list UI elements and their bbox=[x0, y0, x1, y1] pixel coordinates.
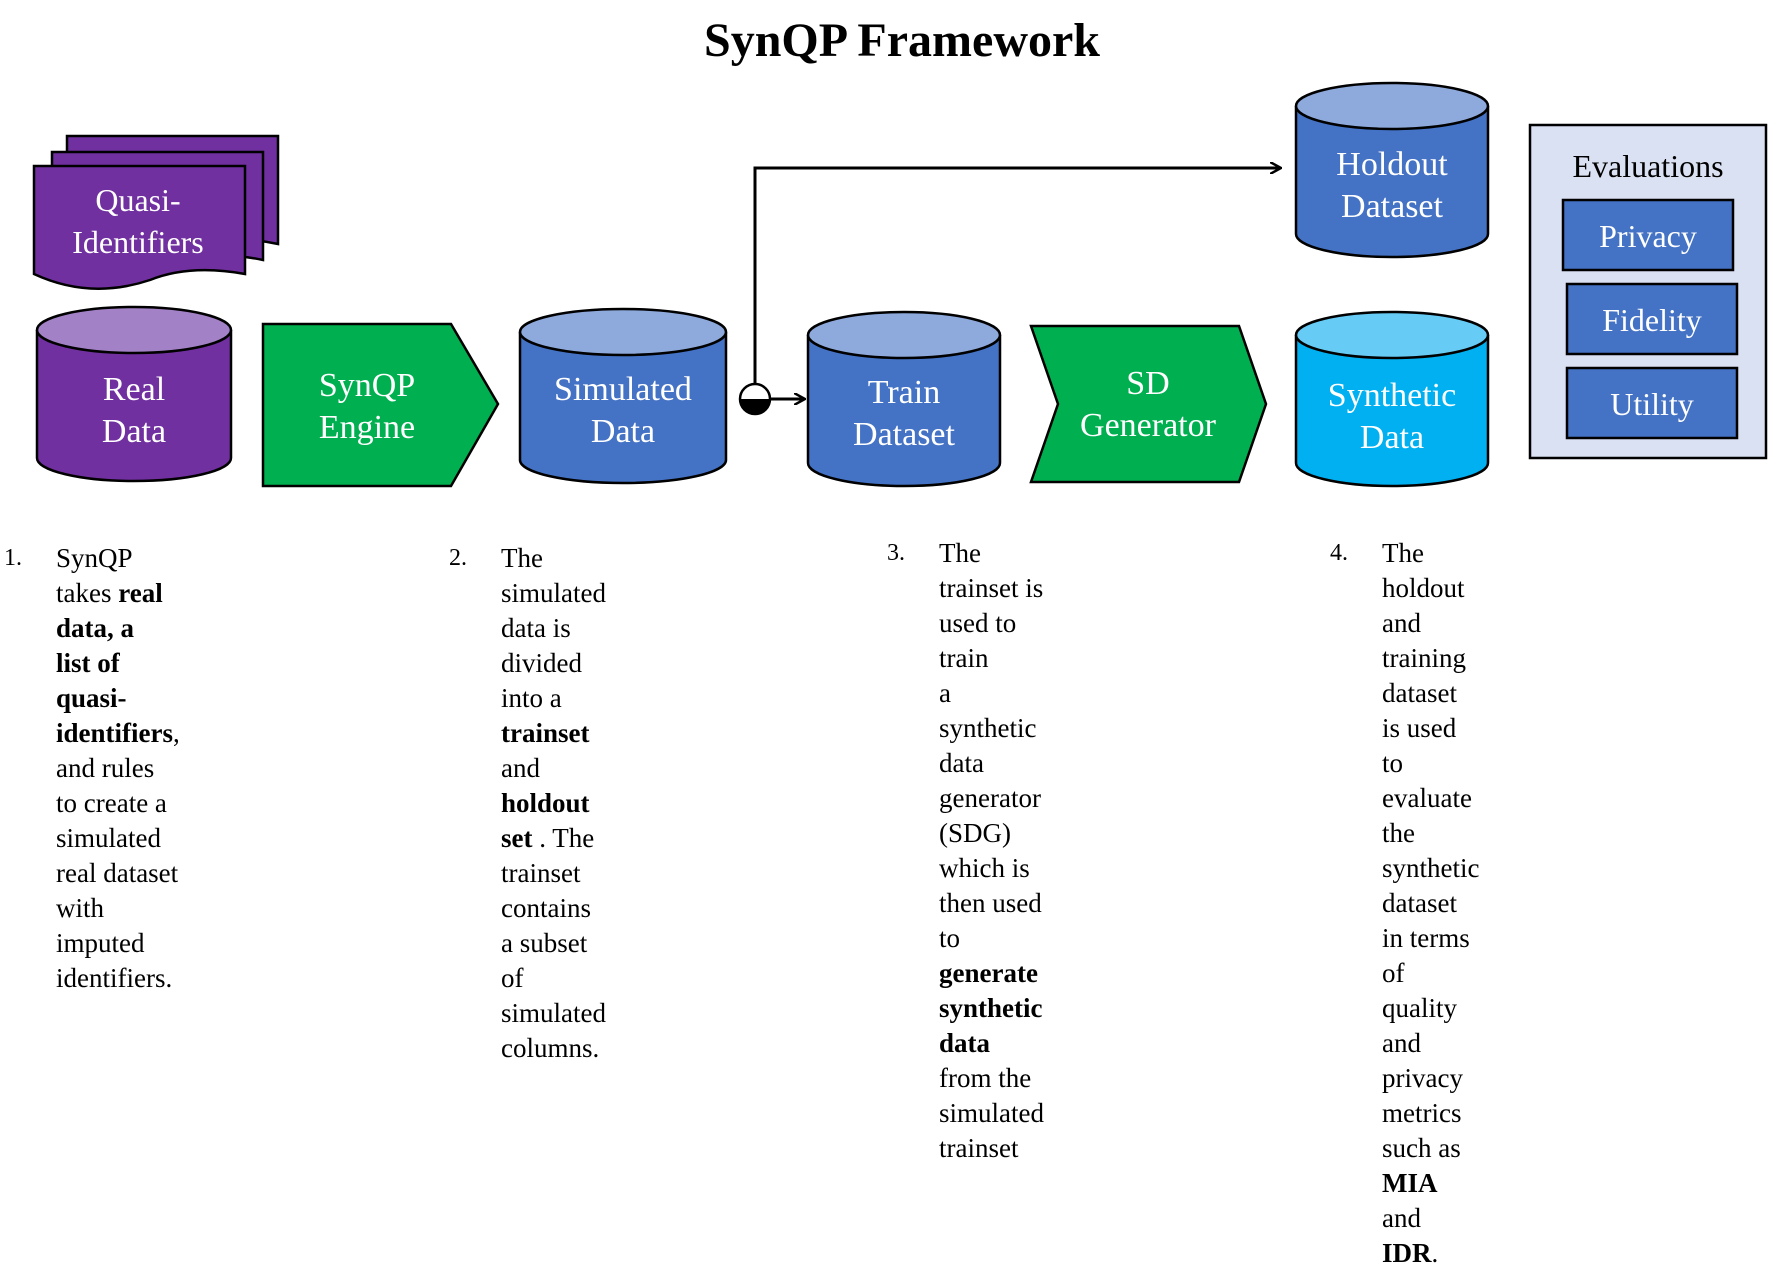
step-number: 2. bbox=[449, 545, 467, 571]
step-number: 3. bbox=[887, 540, 905, 566]
synqp-engine-shape: SynQP Engine bbox=[261, 322, 500, 488]
sd-generator-shape: SD Generator bbox=[1029, 324, 1268, 484]
step-text-run: The trainset is used to train bbox=[939, 538, 1044, 673]
fidelity-box bbox=[1565, 282, 1739, 356]
step-line: a synthetic data generator bbox=[939, 676, 1044, 816]
split-connector bbox=[738, 168, 1280, 416]
step-text-run: SynQP takes bbox=[56, 543, 132, 608]
step-line: The simulated data is bbox=[501, 541, 606, 646]
synqp-engine-label-line2: Engine bbox=[319, 409, 415, 446]
step-line: generate synthetic data bbox=[939, 956, 1044, 1061]
synqp-diagram: SynQP Framework Quasi- Identifiers Real … bbox=[32, 14, 1768, 488]
evaluations-title: Evaluations bbox=[1572, 148, 1723, 184]
sd-generator-label-line2: Generator bbox=[1080, 407, 1217, 444]
step-text-run: The holdout and training bbox=[1382, 538, 1466, 673]
simulated-data-label-line2: Data bbox=[591, 413, 655, 450]
real-data-label-line1: Real bbox=[103, 371, 165, 408]
train-dataset-label-line1: Train bbox=[868, 374, 940, 411]
quasi-identifiers-document: Quasi- Identifiers bbox=[32, 134, 280, 290]
step-line: list of quasi-identifiers, bbox=[56, 646, 180, 751]
step-line: quality and privacy metrics bbox=[1382, 991, 1479, 1131]
step-text-run: contains a subset of bbox=[501, 893, 591, 993]
step-line: simulated columns. bbox=[501, 996, 606, 1066]
step-line: contains a subset of bbox=[501, 891, 606, 996]
step-line: (SDG) which is then used to bbox=[939, 816, 1044, 956]
simulated-data-cylinder: Simulated Data bbox=[518, 307, 728, 485]
page-title: SynQP Framework bbox=[704, 14, 1100, 67]
step-text-bold: generate synthetic data bbox=[939, 958, 1043, 1058]
privacy-box bbox=[1561, 198, 1735, 272]
step-line: such as MIA and IDR. bbox=[1382, 1131, 1479, 1271]
step-text-run: and bbox=[501, 753, 540, 783]
step-text-run: dataset is used to evaluate the bbox=[1382, 678, 1472, 848]
arrow-to-holdout bbox=[753, 168, 1280, 384]
synthetic-data-cylinder: Synthetic Data bbox=[1294, 310, 1490, 488]
step-text-run: imputed identifiers. bbox=[56, 928, 173, 993]
step-line: divided into a trainset and bbox=[501, 646, 606, 786]
step-text-run: (SDG) which is then used to bbox=[939, 818, 1042, 953]
step-line: The holdout and training bbox=[1382, 536, 1479, 676]
step-text-run: and rules to create a bbox=[56, 753, 167, 818]
step-line: from the simulated trainset bbox=[939, 1061, 1044, 1166]
step-text-run: a synthetic data generator bbox=[939, 678, 1041, 813]
step-line: imputed identifiers. bbox=[56, 926, 180, 996]
step-number: 4. bbox=[1330, 540, 1348, 566]
holdout-dataset-label-line1: Holdout bbox=[1336, 146, 1448, 183]
step-text-bold: real data, a bbox=[56, 578, 163, 643]
holdout-dataset-cylinder: Holdout Dataset bbox=[1294, 81, 1490, 259]
step-text-bold: MIA bbox=[1382, 1168, 1438, 1198]
holdout-dataset-label-line2: Dataset bbox=[1341, 188, 1444, 225]
step-text-run: synthetic dataset in terms of bbox=[1382, 853, 1480, 988]
step-text-run: simulated columns. bbox=[501, 998, 606, 1063]
step-line: simulated real dataset with bbox=[56, 821, 180, 926]
step-text-run: . bbox=[1431, 1238, 1439, 1268]
step-text-run: simulated real dataset with bbox=[56, 823, 179, 923]
step-text-run: from the simulated trainset bbox=[939, 1063, 1044, 1163]
sd-generator-label-line1: SD bbox=[1126, 365, 1169, 402]
train-dataset-label-line2: Dataset bbox=[853, 416, 956, 453]
step-line: The trainset is used to train bbox=[939, 536, 1044, 676]
utility-box bbox=[1565, 366, 1739, 440]
real-data-label-line2: Data bbox=[102, 413, 166, 450]
synqp-engine-label-line1: SynQP bbox=[319, 367, 415, 404]
step-text-run: and bbox=[1382, 1203, 1421, 1233]
step-line: SynQP takes real data, a bbox=[56, 541, 180, 646]
synthetic-data-label-line2: Data bbox=[1360, 419, 1424, 456]
evaluations-panel: Evaluations Privacy Fidelity Utility bbox=[1528, 123, 1768, 460]
step-text-bold: IDR bbox=[1382, 1238, 1432, 1268]
utility-label: Utility bbox=[1610, 386, 1694, 422]
step-text-run: divided into a bbox=[501, 648, 582, 713]
privacy-label: Privacy bbox=[1599, 218, 1697, 254]
train-dataset-cylinder: Train Dataset bbox=[806, 310, 1002, 488]
step-text-run: such as bbox=[1382, 1133, 1461, 1163]
step-line: holdout set . The trainset bbox=[501, 786, 606, 891]
simulated-data-label-line1: Simulated bbox=[554, 371, 692, 408]
step-line: and rules to create a bbox=[56, 751, 180, 821]
step-line: dataset is used to evaluate the bbox=[1382, 676, 1479, 851]
step-text-run: , bbox=[172, 718, 180, 748]
quasi-identifiers-label-line1: Quasi- bbox=[95, 182, 180, 218]
step-line: synthetic dataset in terms of bbox=[1382, 851, 1479, 991]
step-text-run: quality and privacy metrics bbox=[1382, 993, 1463, 1128]
step-text-bold: trainset bbox=[501, 718, 590, 748]
step-number: 1. bbox=[4, 545, 22, 571]
quasi-identifiers-label-line2: Identifiers bbox=[72, 224, 204, 260]
synthetic-data-label-line1: Synthetic bbox=[1328, 377, 1456, 414]
step-text-bold: list of quasi-identifiers bbox=[56, 648, 173, 748]
step-text-run: The simulated data is bbox=[501, 543, 606, 643]
real-data-cylinder: Real Data bbox=[35, 305, 233, 483]
fidelity-label: Fidelity bbox=[1602, 302, 1702, 338]
